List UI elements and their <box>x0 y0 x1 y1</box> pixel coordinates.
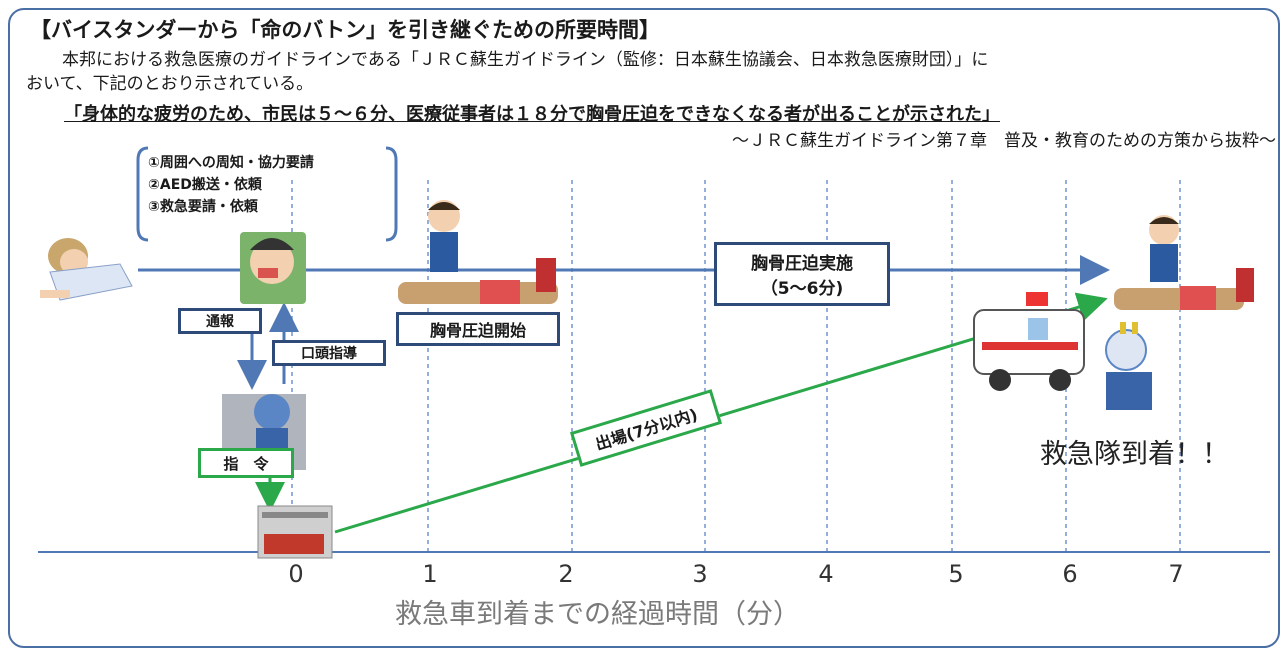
intro-line-1: 本邦における救急医療のガイドラインである「ＪＲＣ蘇生ガイドライン（監修：日本蘇生… <box>62 50 989 70</box>
axis-tick: 5 <box>948 560 964 588</box>
axis-tick: 0 <box>288 560 304 588</box>
axis-tick: 3 <box>692 560 708 588</box>
axis-tick: 1 <box>422 560 438 588</box>
cpr-rescuer-illustration <box>398 200 558 304</box>
ambulance-arrival-text: 救急隊到着！！ <box>1040 439 1229 470</box>
report-label: 通報 <box>178 308 262 334</box>
cpr-perform-label: 胸骨圧迫実施 （5～6分) <box>714 242 890 306</box>
axis-tick: 4 <box>818 560 834 588</box>
axis-tick: 7 <box>1168 560 1184 588</box>
verbal-guidance-label: 口頭指導 <box>272 340 386 366</box>
axis-tick: 2 <box>558 560 574 588</box>
action-item: ③救急要請・依頼 <box>148 199 258 215</box>
intro-line-2: おいて、下記のとおり示されている。 <box>26 74 314 94</box>
page-title: 【バイスタンダーから「命のバトン」を引き継ぐための所要時間】 <box>30 18 660 42</box>
fire-station-illustration <box>257 505 333 559</box>
quote-source: ～ＪＲＣ蘇生ガイドライン第７章 普及・教育のための方策から抜粋～ <box>732 131 1276 151</box>
cpr-perform-line-1: 胸骨圧迫実施 <box>751 254 853 274</box>
intro-paragraph: 本邦における救急医療のガイドラインである「ＪＲＣ蘇生ガイドライン（監修：日本蘇生… <box>26 48 1276 96</box>
guideline-quote: 「身体的な疲労のため、市民は５～６分、医療従事者は１８分で胸骨圧迫をできなくなる… <box>64 104 1000 125</box>
cpr-start-label: 胸骨圧迫開始 <box>396 312 560 346</box>
x-axis-label: 救急車到着までの経過時間（分） <box>395 599 800 630</box>
ambulance-illustration <box>973 292 1085 391</box>
bystander-calling-illustration <box>240 232 306 304</box>
collapsed-person-illustration <box>40 238 133 301</box>
tired-rescuer-illustration <box>1114 215 1254 310</box>
action-list: ①周囲への周知・協力要請 ②AED搬送・依頼 ③救急要請・依頼 <box>148 152 314 218</box>
action-item: ②AED搬送・依頼 <box>148 177 262 193</box>
axis-tick: 6 <box>1062 560 1078 588</box>
command-label: 指 令 <box>198 448 294 478</box>
cpr-perform-line-2: （5～6分) <box>760 279 844 299</box>
action-item: ①周囲への周知・協力要請 <box>148 155 314 171</box>
action-list-brace <box>136 146 398 242</box>
ambulance-crew-illustration <box>1105 322 1152 410</box>
